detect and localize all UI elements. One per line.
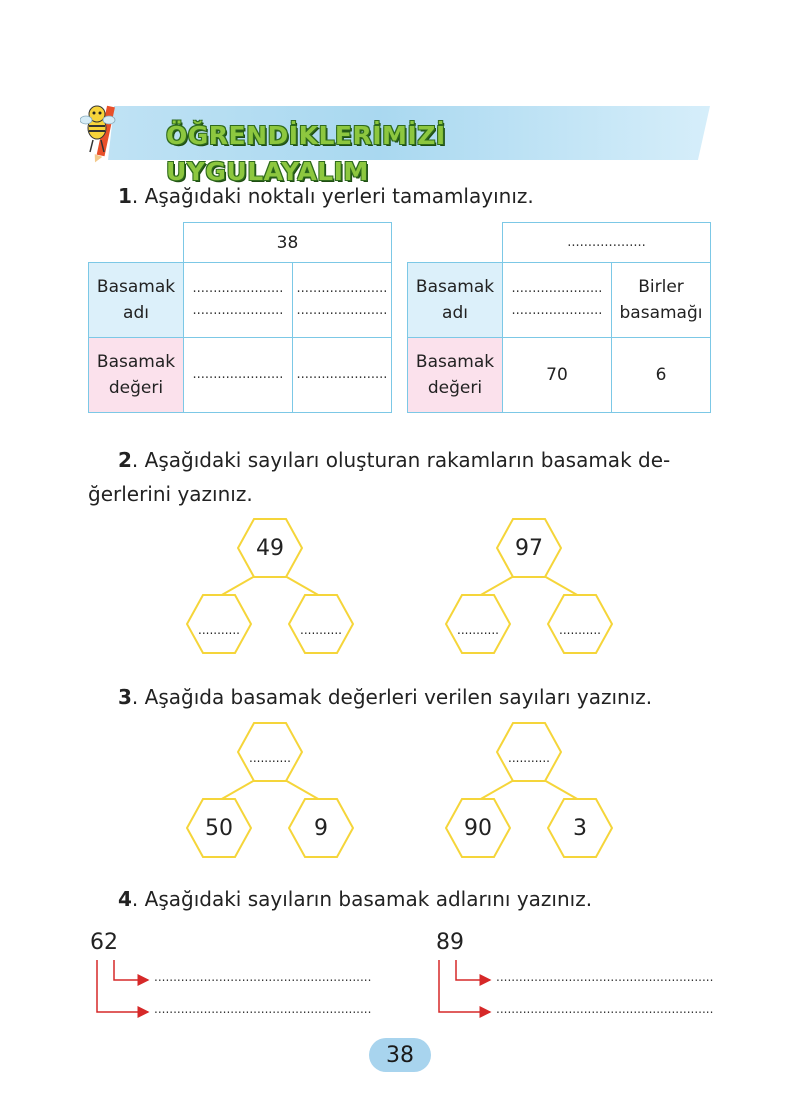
answer-line[interactable]: ........................................… (154, 1002, 372, 1016)
place-value-cell: 70 (502, 337, 612, 413)
hex-top: 49 (237, 518, 303, 578)
hexagon-icon (288, 798, 354, 858)
bee-pencil-icon (80, 105, 116, 163)
answer-blank[interactable]: ................... (502, 222, 711, 263)
answer-blank[interactable]: ...................... .................… (183, 262, 293, 338)
page-number: 38 (369, 1038, 431, 1072)
answer-blank[interactable]: ...................... .................… (502, 262, 612, 338)
hexagon-icon (496, 518, 562, 578)
hexagon-icon (547, 798, 613, 858)
q4-number: 89 (436, 930, 464, 955)
hex-answer-left[interactable]: ........... (186, 594, 252, 654)
hex-top: 97 (496, 518, 562, 578)
row-label-place-value: Basamak değeri (407, 337, 503, 413)
hexagon-icon (186, 798, 252, 858)
hex-answer-top[interactable]: ........... (237, 722, 303, 782)
question-2: 2. Aşağıdaki sayıları oluşturan rakamlar… (118, 446, 670, 474)
answer-blank[interactable]: ...................... (183, 337, 293, 413)
section-title: ÖĞRENDİKLERİMİZİ UYGULAYALIM (166, 121, 446, 186)
hexagon-icon (186, 594, 252, 654)
question-2-continued: ğerlerini yazınız. (88, 482, 253, 506)
q4-number: 62 (90, 930, 118, 955)
row-label-place-value: Basamak değeri (88, 337, 184, 413)
row-label-place-name: Basamak adı (407, 262, 503, 338)
answer-line[interactable]: ........................................… (154, 970, 372, 984)
hexagon-icon (237, 722, 303, 782)
hex-answer-left[interactable]: ........... (445, 594, 511, 654)
hexagon-icon (445, 798, 511, 858)
hex-answer-right[interactable]: ........... (547, 594, 613, 654)
hexagon-icon (288, 594, 354, 654)
question-number: 1 (118, 184, 132, 208)
question-3: 3. Aşağıda basamak değerleri verilen say… (118, 683, 652, 711)
title-banner (108, 106, 710, 160)
answer-line[interactable]: ........................................… (496, 1002, 714, 1016)
place-value-table-right: ................... Basamak adı ........… (407, 222, 711, 413)
hex-right: 9 (288, 798, 354, 858)
answer-line[interactable]: ........................................… (496, 970, 714, 984)
place-value-table-left: 38 Basamak adı ...................... ..… (88, 222, 392, 413)
hexagon-icon (547, 594, 613, 654)
hex-right: 3 (547, 798, 613, 858)
hexagon-icon (237, 518, 303, 578)
question-4: 4. Aşağıdaki sayıların basamak adlarını … (118, 885, 592, 913)
hex-answer-top[interactable]: ........... (496, 722, 562, 782)
hex-left: 50 (186, 798, 252, 858)
question-text: . Aşağıdaki sayıların basamak adlarını y… (131, 887, 593, 911)
question-text: . Aşağıdaki noktalı yerleri tamamlayınız… (131, 184, 534, 208)
place-value-cell: 6 (611, 337, 711, 413)
question-1: 1. Aşağıdaki noktalı yerleri tamamlayını… (118, 182, 534, 210)
hex-answer-right[interactable]: ........... (288, 594, 354, 654)
question-number: 4 (118, 887, 132, 911)
question-text: . Aşağıda basamak değerleri verilen sayı… (131, 685, 653, 709)
place-name-cell: Birler basamağı (611, 262, 711, 338)
hex-left: 90 (445, 798, 511, 858)
hexagon-icon (496, 722, 562, 782)
table-number: 38 (183, 222, 392, 263)
question-number: 2 (118, 448, 132, 472)
question-number: 3 (118, 685, 132, 709)
hexagon-icon (445, 594, 511, 654)
answer-blank[interactable]: ...................... (292, 337, 392, 413)
question-text: . Aşağıdaki sayıları oluşturan rakamları… (131, 448, 671, 472)
